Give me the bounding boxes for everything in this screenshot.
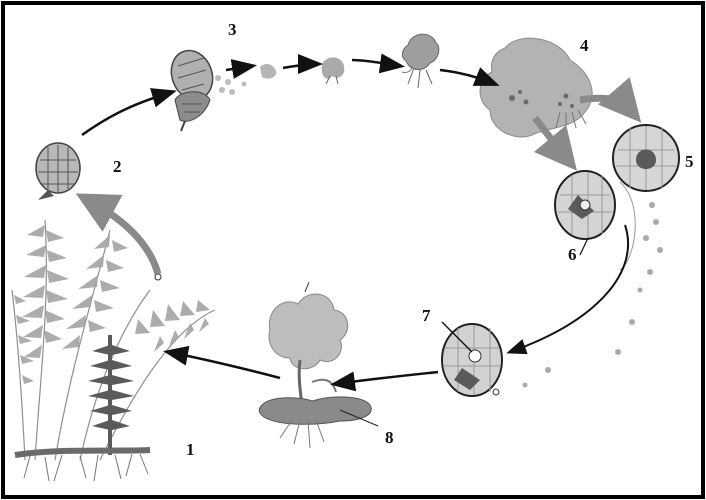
germinating-spore: [322, 57, 345, 84]
arrow-to-germinating: [283, 64, 318, 68]
swimming-sperm: [523, 319, 636, 388]
archegonium-closeup: [555, 171, 615, 255]
young-prothallus: [402, 34, 439, 88]
sporangium-releasing-spores: [165, 45, 277, 131]
arrow-8-to-1: [168, 352, 280, 378]
stage-label-5: 5: [685, 152, 694, 172]
stage-label-8: 8: [385, 428, 394, 448]
arrow-3-spores: [226, 66, 252, 70]
arrow-7-to-8: [335, 372, 438, 384]
arrow-to-prothallus: [352, 60, 400, 66]
fertilization-archegonium: [442, 322, 502, 396]
stage-label-7: 7: [422, 306, 431, 326]
young-sporophyte: [259, 282, 378, 448]
gametophyte-prothallus: [480, 38, 632, 160]
stage-label-1: 1: [186, 440, 195, 460]
sporangium-closed: [36, 143, 80, 200]
stage-label-3: 3: [228, 20, 237, 40]
stage-label-4: 4: [580, 36, 589, 56]
arrow-2-to-3: [82, 92, 172, 135]
stage-label-6: 6: [568, 245, 577, 265]
stage-label-2: 2: [113, 157, 122, 177]
mature-sporophyte-fern: [12, 220, 215, 481]
